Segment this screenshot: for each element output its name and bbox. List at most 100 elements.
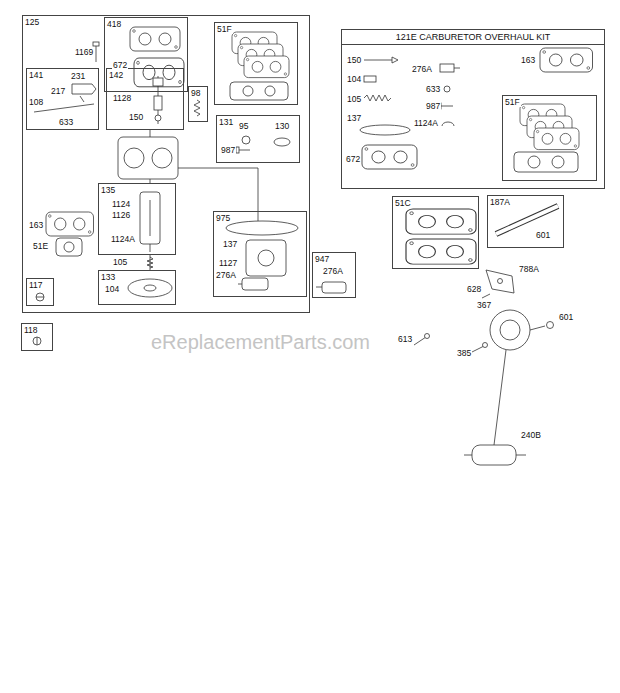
callout-number: 601 xyxy=(558,312,574,322)
callout-number: 613 xyxy=(397,334,413,344)
callout-number: 137 xyxy=(346,113,362,123)
callout-number: 51E xyxy=(32,241,49,251)
part-drawing xyxy=(547,322,554,329)
part-drawing xyxy=(130,27,180,51)
group-number: 133 xyxy=(100,272,116,282)
part-drawing xyxy=(238,150,250,151)
part-drawing xyxy=(498,279,503,284)
part-drawing xyxy=(265,86,275,96)
part-drawing xyxy=(36,293,44,301)
part-group-box: 975 xyxy=(213,211,307,297)
callout-number: 95 xyxy=(238,121,249,131)
part-drawing xyxy=(258,250,274,266)
callout-number: 163 xyxy=(520,55,536,65)
part-group-box: 947 xyxy=(312,252,356,298)
part-group-box: 131 xyxy=(216,115,300,163)
part-drawing xyxy=(406,239,476,264)
part-group-box: 187A xyxy=(487,195,564,248)
connector-line xyxy=(150,255,151,270)
part-drawing xyxy=(534,128,579,150)
callout-number: 150 xyxy=(346,55,362,65)
part-drawing xyxy=(155,115,161,121)
callout-number: 163 xyxy=(28,220,44,230)
part-drawing xyxy=(96,46,97,62)
part-drawing xyxy=(150,130,151,137)
callout-number: 1124A xyxy=(413,118,439,128)
part-drawing xyxy=(80,96,84,102)
part-drawing xyxy=(364,95,391,101)
group-number: 125 xyxy=(24,17,40,27)
part-drawing xyxy=(242,136,250,144)
callout-number: 104 xyxy=(346,74,362,84)
callout-number: 633 xyxy=(58,117,74,127)
part-drawing xyxy=(230,82,288,100)
group-number: 98 xyxy=(190,88,201,98)
group-number: 118 xyxy=(23,325,39,335)
part-drawing xyxy=(472,346,484,352)
part-drawing xyxy=(140,192,160,244)
part-drawing xyxy=(226,221,298,235)
part-drawing xyxy=(124,148,144,168)
part-drawing xyxy=(438,103,441,109)
part-group-box: 117 xyxy=(26,278,54,306)
callout-number: 1169 xyxy=(74,47,94,57)
group-number: 135 xyxy=(100,185,116,195)
callout-number: 104 xyxy=(104,284,120,294)
part-group-box: 12541851F14114298131135133975117 xyxy=(22,15,310,313)
part-drawing xyxy=(56,238,82,256)
part-drawing xyxy=(244,56,289,78)
group-number: 51C xyxy=(394,198,412,208)
part-drawing xyxy=(494,350,506,445)
part-drawing xyxy=(444,86,450,92)
part-drawing xyxy=(238,284,242,285)
callout-number: 1128 xyxy=(112,93,132,103)
part-drawing xyxy=(150,244,151,252)
part-drawing xyxy=(442,122,454,126)
callout-number: 1127 xyxy=(218,258,238,268)
callout-number: 633 xyxy=(425,84,441,94)
part-drawing xyxy=(406,209,476,234)
callout-number: 601 xyxy=(535,230,551,240)
part-group-box: 133 xyxy=(98,270,176,305)
group-number: 187A xyxy=(489,197,511,207)
callout-number: 240B xyxy=(520,430,542,440)
callout-number: 276A xyxy=(215,270,237,280)
part-drawing xyxy=(486,270,514,293)
part-drawing xyxy=(150,200,151,236)
part-drawing xyxy=(483,343,488,348)
part-drawing xyxy=(490,310,530,350)
callout-number: 788A xyxy=(518,264,540,274)
part-group-box: 135 xyxy=(98,183,176,255)
part-group-box: 142 xyxy=(106,68,184,130)
part-drawing xyxy=(362,145,417,169)
part-drawing xyxy=(93,42,99,46)
part-drawing xyxy=(496,206,558,234)
part-drawing xyxy=(316,287,322,288)
part-drawing xyxy=(530,326,545,330)
part-drawing xyxy=(440,64,454,72)
part-drawing xyxy=(236,147,239,153)
part-drawing xyxy=(552,156,564,168)
part-drawing xyxy=(274,138,290,146)
part-drawing xyxy=(516,455,526,456)
part-drawing xyxy=(154,96,162,110)
callout-number: 276A xyxy=(322,266,344,276)
group-number: 142 xyxy=(108,70,124,80)
callout-number: 105 xyxy=(112,257,128,267)
part-drawing xyxy=(37,337,38,345)
part-drawing xyxy=(72,84,96,94)
part-drawing xyxy=(194,100,200,116)
part-drawing xyxy=(64,242,74,252)
callout-number: 108 xyxy=(28,97,44,107)
part-drawing xyxy=(540,48,593,72)
part-drawing xyxy=(360,125,410,135)
part-group-box: 51F xyxy=(214,22,298,105)
part-drawing xyxy=(242,278,268,290)
group-number: 975 xyxy=(215,213,231,223)
part-group-box: 141 xyxy=(26,68,99,130)
part-drawing xyxy=(33,27,593,465)
watermark: eReplacementParts.com xyxy=(150,330,371,354)
part-drawing xyxy=(243,86,253,96)
callout-number: 367 xyxy=(476,300,492,310)
group-number: 947 xyxy=(314,254,330,264)
